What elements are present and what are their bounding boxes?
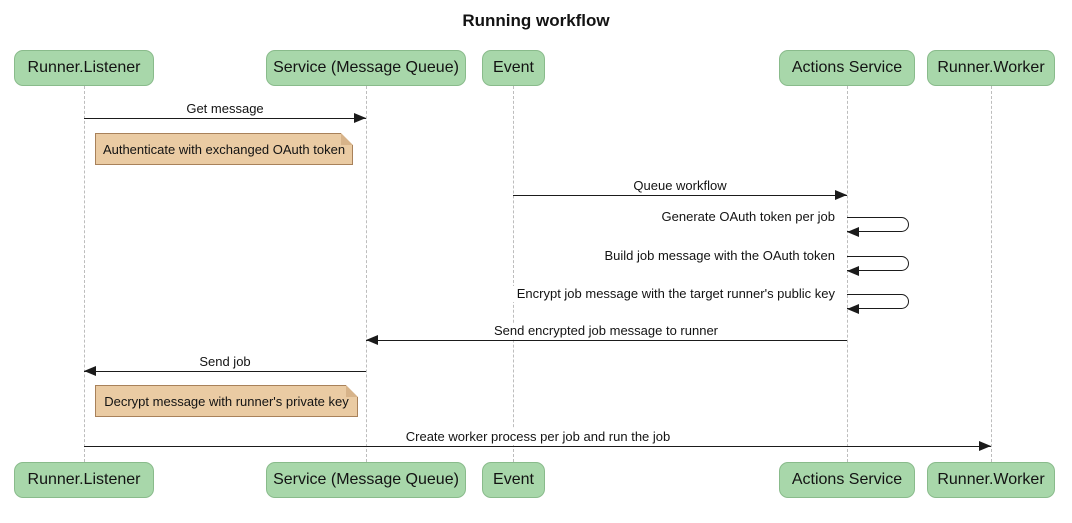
actor-event-top: Event (482, 50, 545, 86)
message-label-send-encrypted-job: Send encrypted job message to runner (489, 323, 723, 339)
actor-actions-service-bottom: Actions Service (779, 462, 915, 498)
message-label-create-worker-process: Create worker process per job and run th… (401, 429, 675, 445)
message-arrow-get-message (84, 113, 366, 123)
note-authenticate-oauth-text: Authenticate with exchanged OAuth token (102, 141, 346, 157)
message-label-build-job-message: Build job message with the OAuth token (600, 248, 841, 264)
lifeline-runner-listener (84, 86, 85, 462)
note-decrypt-message: Decrypt message with runner's private ke… (95, 385, 358, 417)
note-decrypt-message-text: Decrypt message with runner's private ke… (104, 393, 349, 409)
message-arrow-send-encrypted-job (366, 335, 847, 345)
actor-runner-worker-top: Runner.Worker (927, 50, 1055, 86)
message-arrow-queue-workflow (513, 190, 847, 200)
actor-service-message-queue-top: Service (Message Queue) (266, 50, 466, 86)
actor-runner-worker-bottom: Runner.Worker (927, 462, 1055, 498)
lifeline-runner-worker (991, 86, 992, 462)
message-arrow-create-worker-process (84, 441, 991, 451)
message-label-queue-workflow: Queue workflow (629, 178, 731, 194)
actor-event-bottom: Event (482, 462, 545, 498)
message-selfloop-build-job-message (847, 256, 909, 276)
actor-runner-listener-top: Runner.Listener (14, 50, 154, 86)
folded-corner-icon (341, 133, 353, 145)
folded-corner-icon (346, 385, 358, 397)
actor-service-message-queue-bottom: Service (Message Queue) (266, 462, 466, 498)
lifeline-service-message-queue (366, 86, 367, 462)
actor-actions-service-top: Actions Service (779, 50, 915, 86)
note-authenticate-oauth: Authenticate with exchanged OAuth token (95, 133, 353, 165)
message-label-generate-oauth-token: Generate OAuth token per job (657, 209, 841, 225)
diagram-title: Running workflow (462, 11, 610, 30)
message-label-send-job: Send job (195, 354, 255, 370)
message-selfloop-generate-oauth-token (847, 217, 909, 237)
message-arrow-send-job (84, 366, 366, 376)
actor-runner-listener-bottom: Runner.Listener (14, 462, 154, 498)
message-label-encrypt-job-message: Encrypt job message with the target runn… (512, 286, 841, 302)
lifeline-event (513, 86, 514, 462)
message-label-get-message: Get message (182, 101, 268, 117)
message-selfloop-encrypt-job-message (847, 294, 909, 314)
